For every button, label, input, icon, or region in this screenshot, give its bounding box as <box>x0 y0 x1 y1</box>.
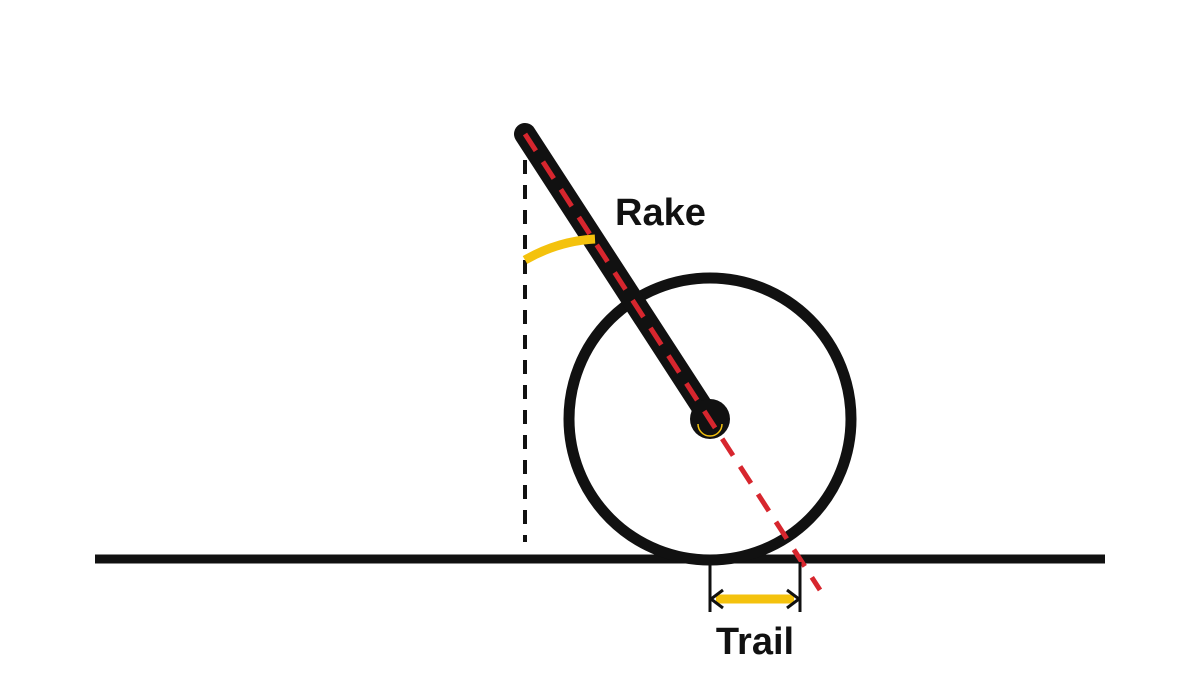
wheel <box>563 272 857 566</box>
rake-label: Rake <box>615 192 706 234</box>
trail-arrowhead-left <box>708 588 724 610</box>
rake-angle-arc <box>522 234 596 264</box>
trail-label: Trail <box>716 621 794 663</box>
trail-arrowhead-right <box>786 588 802 610</box>
steering-axis-line <box>522 132 823 592</box>
hub-bearing-ring <box>697 423 723 437</box>
